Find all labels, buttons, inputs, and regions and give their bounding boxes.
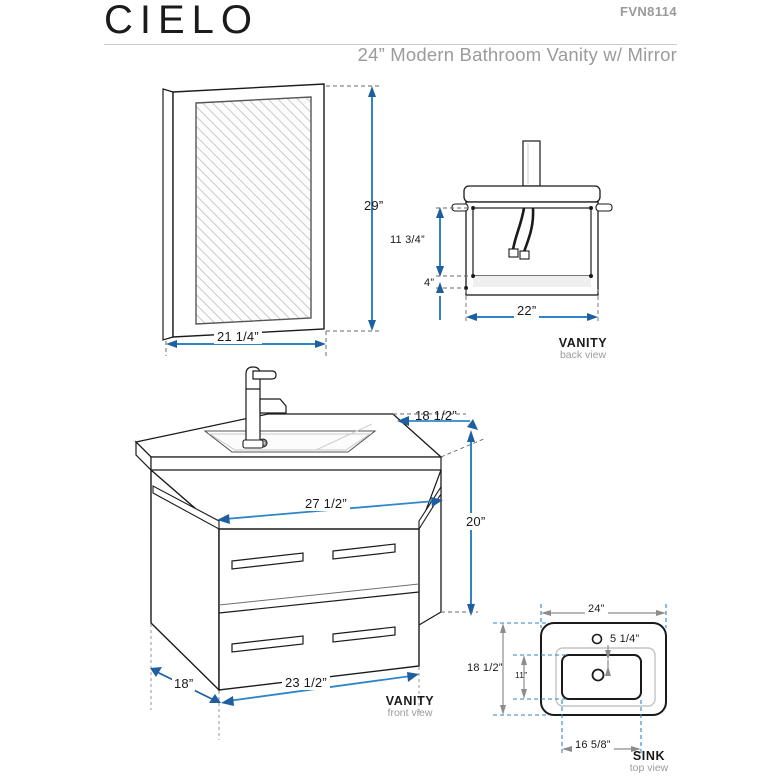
dim-front-counter-width: 27 1/2” bbox=[302, 496, 350, 511]
brand-title: CIELO bbox=[104, 0, 260, 42]
vanity-front-drawing bbox=[134, 366, 443, 692]
dim-sink-faucet-offset: 5 1/4” bbox=[610, 633, 640, 645]
caption-sink-top-title: SINK bbox=[632, 749, 666, 763]
dim-mirror-height: 29” bbox=[364, 198, 384, 213]
dim-front-cabinet-height: 20” bbox=[463, 513, 489, 530]
dim-back-base-height: 4” bbox=[424, 277, 435, 289]
caption-vanity-front-subtitle: front view bbox=[387, 707, 433, 719]
caption-sink-top-subtitle: top view bbox=[629, 762, 669, 774]
dim-sink-basin-width: 16 5/8” bbox=[572, 739, 614, 751]
caption-vanity-back-subtitle: back view bbox=[559, 349, 607, 361]
dim-front-cabinet-width: 23 1/2” bbox=[282, 675, 330, 690]
dim-back-width: 22” bbox=[514, 303, 540, 318]
caption-vanity-back: VANITY back view bbox=[528, 336, 638, 362]
mirror-dimension-lines bbox=[165, 85, 380, 356]
caption-sink-top: SINK top view bbox=[594, 749, 704, 775]
dim-sink-depth: 18 1/2” bbox=[467, 662, 503, 674]
dim-front-counter-depth: 18 1/2” bbox=[415, 408, 457, 423]
caption-vanity-front-title: VANITY bbox=[385, 694, 435, 708]
dim-sink-basin-depth: 11” bbox=[515, 670, 528, 680]
part-number: FVN8114 bbox=[619, 4, 677, 19]
caption-vanity-back-title: VANITY bbox=[558, 336, 608, 350]
mirror-drawing bbox=[162, 83, 325, 341]
vanity-back-drawing bbox=[451, 140, 613, 296]
header-divider bbox=[104, 44, 677, 45]
dim-mirror-width: 21 1/4” bbox=[214, 329, 262, 344]
product-subtitle: 24” Modern Bathroom Vanity w/ Mirror bbox=[357, 44, 677, 65]
caption-vanity-front: VANITY front view bbox=[355, 694, 465, 720]
dim-back-cabinet-height: 11 3/4” bbox=[390, 234, 425, 246]
sink-top-drawing bbox=[540, 622, 667, 716]
dim-front-cabinet-depth: 18” bbox=[172, 676, 196, 691]
dim-sink-width: 24” bbox=[585, 603, 608, 615]
